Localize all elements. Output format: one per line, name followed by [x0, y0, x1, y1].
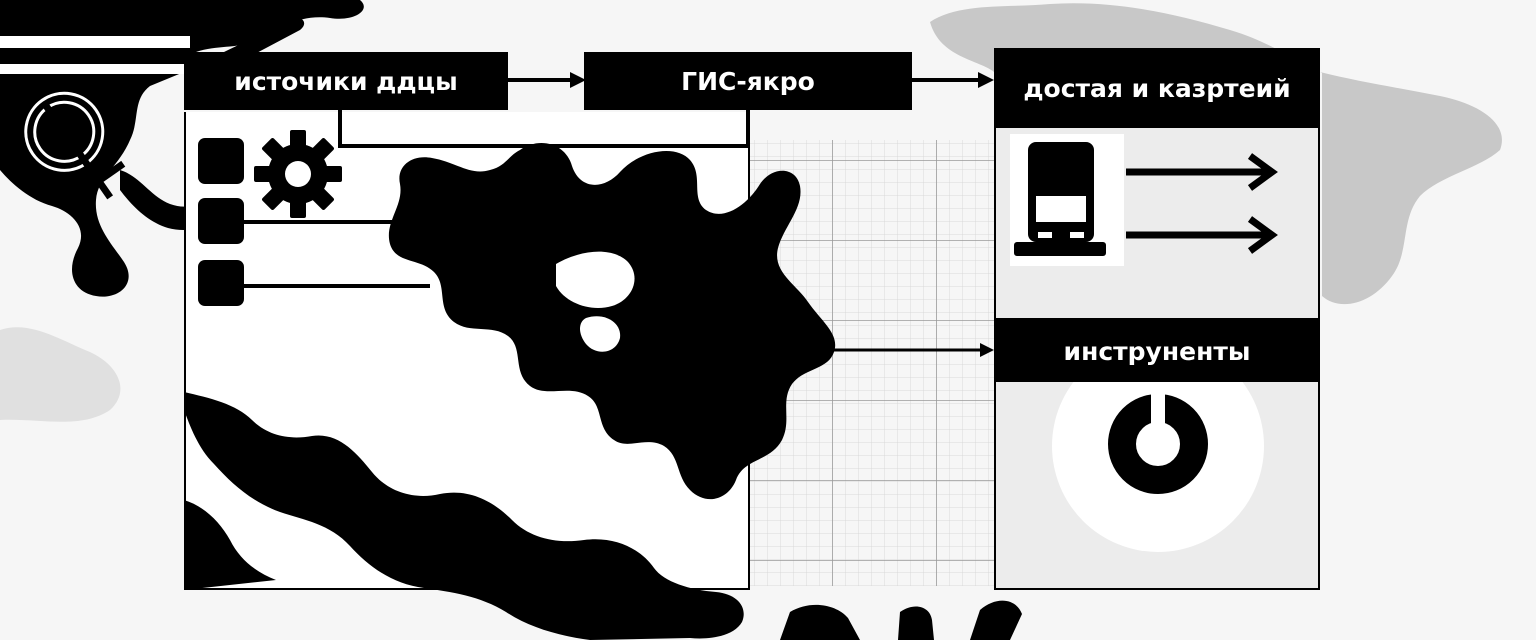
map-terrain-bottom-2: [184, 500, 276, 590]
decor-divider-top: [0, 36, 190, 48]
node-delivery-header: достая и казртеий: [994, 48, 1320, 128]
map-fragment-bottom: [780, 600, 1022, 640]
decor-divider-bottom: [0, 64, 190, 74]
ghost-map-shape-left: [0, 327, 121, 422]
data-block-icon: [198, 260, 244, 306]
node-sources-header: источики ддцы: [184, 52, 508, 110]
data-block-icon: [198, 198, 244, 244]
arrowhead-gis-to-delivery: [978, 72, 994, 88]
node-gis-core-header: ГИС-якро: [584, 52, 912, 110]
ghost-map-shape-top-right: [930, 3, 1502, 305]
arrow-right-icon: [1126, 216, 1278, 254]
map-lake-1: [556, 251, 635, 308]
terminal-icon: [1014, 142, 1106, 256]
donut-chart-icon: [1108, 394, 1208, 494]
map-lake-2: [580, 316, 621, 352]
arrowhead-sources-to-gis: [570, 72, 586, 88]
node-tools-header: инструненты: [994, 320, 1320, 382]
arrow-right-icon: [1126, 153, 1278, 191]
edge-gis-loop: [338, 110, 750, 148]
arrowhead-map-to-tools: [980, 343, 994, 357]
map-terrain-bottom: [184, 392, 744, 640]
decor-shape-top-left: [0, 0, 364, 297]
tools-backdrop-circle: [1052, 340, 1264, 552]
data-block-icon: [198, 138, 244, 184]
gear-icon: [254, 130, 342, 218]
map-pin-icon: [24, 91, 126, 202]
